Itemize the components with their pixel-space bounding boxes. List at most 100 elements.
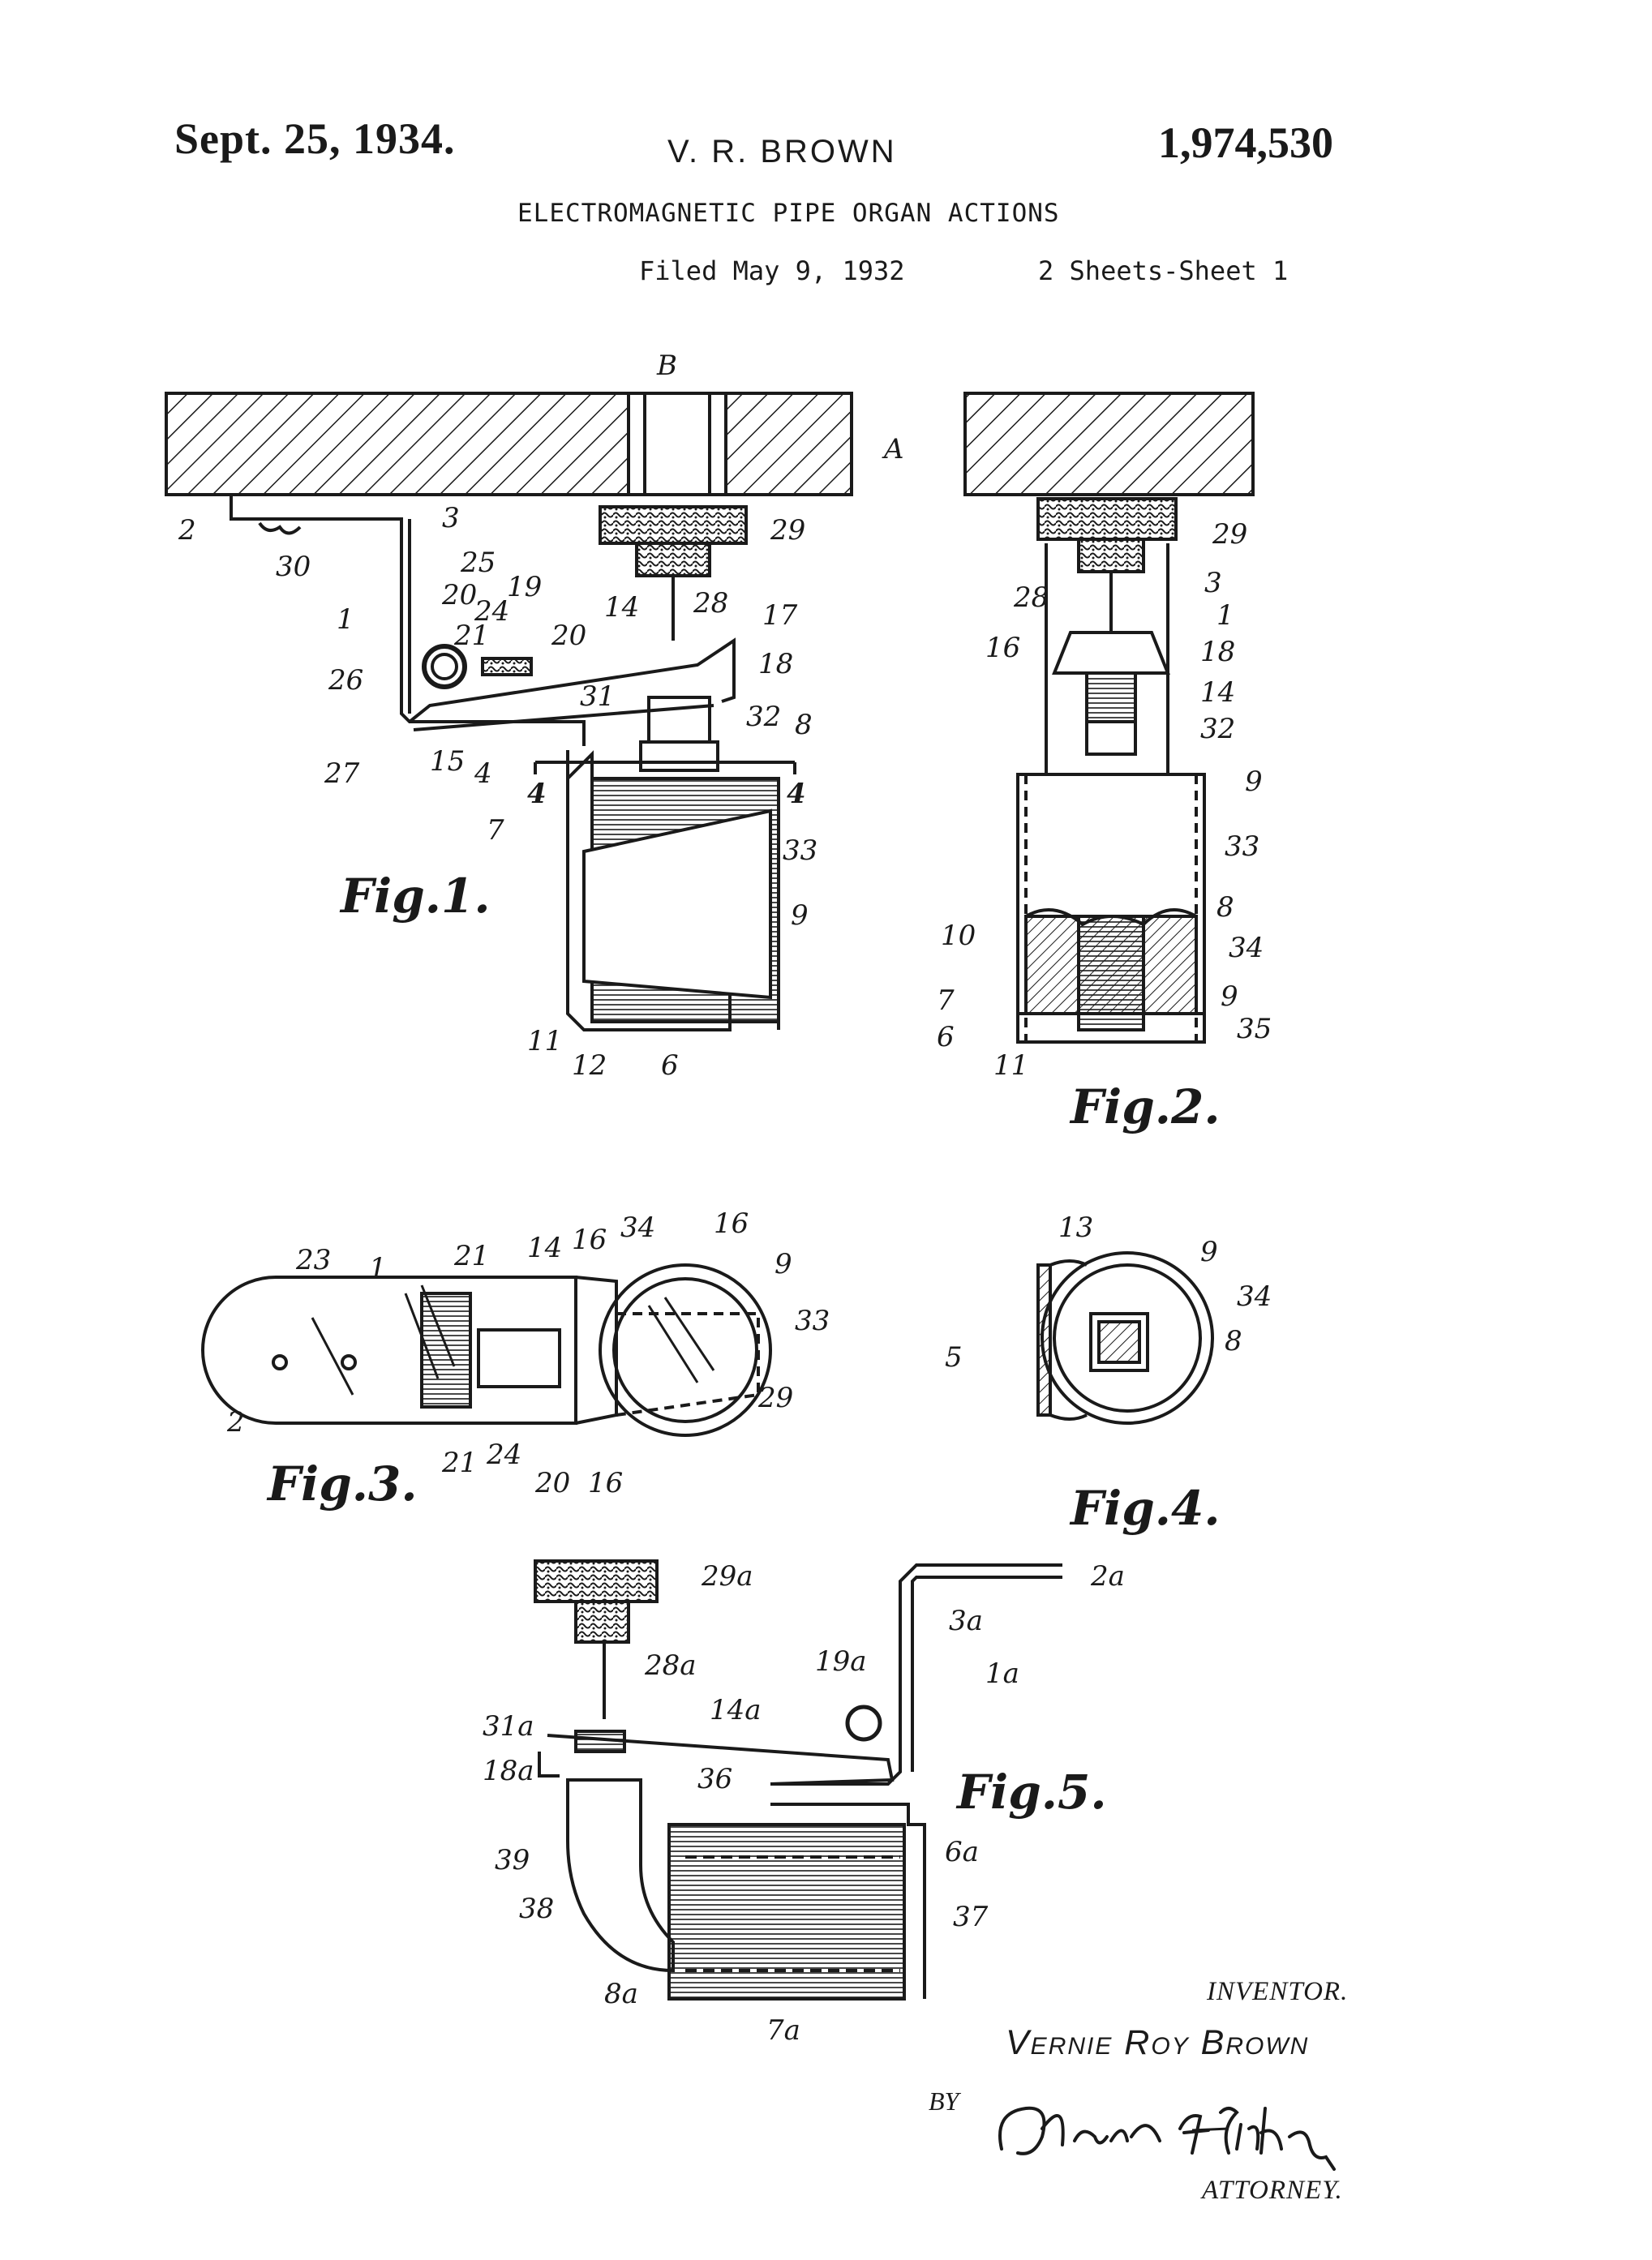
filed-date: Filed May 9, 1932 [639,255,905,286]
fig5-label-36: 36 [697,1763,732,1795]
label-5: 7 [487,814,504,847]
label-3: 3 [442,502,460,534]
label-9: 11 [527,1025,562,1057]
fig2-label-28: 28 [1013,581,1049,614]
fig3-label-16c: 16 [588,1467,623,1499]
fig5-label-18a: 18a [483,1755,534,1787]
fig2-label-8: 8 [1216,891,1234,924]
label-28: 28 [693,587,728,620]
label-17: 17 [762,599,798,632]
fig5-label-14a: 14a [710,1694,762,1726]
fig5-label-38: 38 [519,1893,554,1925]
fig3-label-23: 23 [295,1244,331,1276]
label-4-section-left: 4 [527,778,547,810]
fig4-label-13: 13 [1058,1211,1093,1244]
fig1-caption: Fig.1. [339,868,491,924]
attorney-signature [998,2106,1336,2171]
label-32: 32 [746,701,781,733]
fig5-label-7a: 7a [766,2014,800,2047]
label-7: 33 [783,834,817,867]
patent-author: V. R. BROWN [667,134,897,169]
fig2-label-14: 14 [1200,676,1235,709]
fig3-label-14: 14 [527,1232,562,1264]
patent-title: ELECTROMAGNETIC PIPE ORGAN ACTIONS [517,199,1060,228]
fig2-label-9b: 9 [1221,980,1238,1013]
label-4: 4 [474,757,492,790]
sheet-count: 2 Sheets-Sheet 1 [1038,255,1289,286]
fig3-label-21: 21 [453,1240,489,1272]
fig2-label-16: 16 [985,632,1020,664]
fig4-label-5: 5 [945,1341,963,1374]
fig5-label-31a: 31a [483,1710,534,1743]
label-24: 24 [474,595,509,628]
attorney-label: ATTORNEY. [1202,2176,1343,2205]
fig2-label-9: 9 [1245,765,1263,798]
label-25: 25 [460,547,496,579]
label-B: B [656,350,677,382]
fig3-caption: Fig.3. [266,1456,418,1512]
fig5-label-1a: 1a [985,1657,1019,1690]
label-20b: 20 [551,620,586,652]
fig2-label-10: 10 [941,920,976,952]
label-14: 14 [604,591,639,624]
fig2-label-18: 18 [1200,636,1235,668]
fig3-label-20: 20 [534,1467,570,1499]
label-8: 8 [795,709,813,741]
fig3-label-34: 34 [620,1211,655,1244]
fig2-label-6: 6 [937,1021,955,1053]
fig4-label-34: 34 [1237,1280,1272,1313]
fig4-label-8: 8 [1225,1325,1242,1357]
fig2-label-1: 1 [1216,599,1234,632]
fig5-label-6a: 6a [945,1836,979,1868]
fig3-label-1: 1 [369,1252,387,1284]
fig2-label-3: 3 [1204,567,1222,599]
fig5-label-29a: 29a [701,1560,753,1593]
reference-labels: B A 2 3 30 1 25 20 19 24 20 14 17 21 26 … [178,350,1272,2047]
fig5-label-39: 39 [495,1844,530,1876]
label-26: 26 [328,664,363,697]
fig2-label-32: 32 [1200,713,1235,745]
inventor-name: Vernie Roy Brown [1006,2023,1310,2062]
figure-3 [201,1263,772,1437]
fig4-caption: Fig.4. [1069,1481,1221,1536]
figure-1 [165,392,853,1031]
figure-2 [963,392,1255,1044]
label-12: 6 [661,1049,679,1082]
label-18: 18 [758,648,793,680]
patent-number: 1,974,530 [1158,118,1333,167]
label-20: 20 [441,579,477,611]
fig3-label-24: 24 [486,1439,521,1471]
fig2-label-33: 33 [1225,830,1259,863]
fig3-label-16b: 16 [714,1207,749,1240]
label-4-section-right: 4 [787,778,806,810]
label-31: 31 [580,680,615,713]
label-30: 30 [276,551,311,583]
label-15: 15 [430,745,465,778]
fig2-caption: Fig.2. [1069,1079,1221,1134]
fig2-label-34: 34 [1229,932,1264,964]
fig5-label-2a: 2a [1090,1560,1125,1593]
patent-date: Sept. 25, 1934. [174,114,456,163]
label-29: 29 [770,514,805,547]
figure-5 [534,1559,1062,2001]
fig2-label-7: 7 [937,984,955,1017]
fig3-label-16: 16 [572,1224,607,1256]
fig5-label-28a: 28a [644,1649,697,1682]
fig3-label-29: 29 [757,1382,793,1414]
label-1: 1 [337,603,354,636]
label-33: 9 [791,899,809,932]
fig3-label-21b: 21 [441,1447,477,1479]
label-27: 27 [324,757,360,790]
fig5-label-8a: 8a [604,1978,638,2010]
figure-captions: Fig.1. Fig.2. Fig.3. Fig.4. Fig.5. [266,868,1221,1820]
label-2: 2 [178,514,196,547]
fig5-caption: Fig.5. [955,1765,1107,1820]
figure-4 [1036,1251,1214,1425]
label-11: 12 [572,1049,607,1082]
fig5-label-3a: 3a [949,1605,983,1637]
fig5-label-37: 37 [953,1901,989,1933]
label-19: 19 [507,571,542,603]
fig2-label-35: 35 [1237,1013,1272,1045]
fig3-label-2: 2 [226,1406,245,1439]
